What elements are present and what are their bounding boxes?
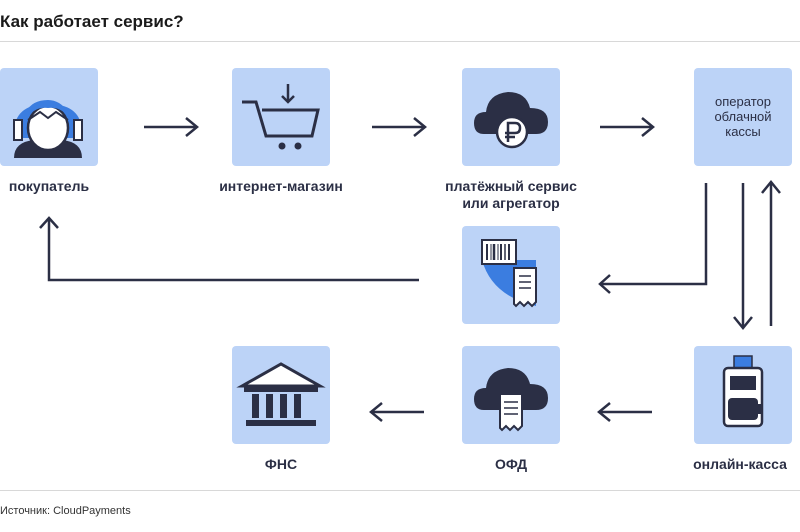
buyer-node xyxy=(0,68,98,166)
ofd-label: ОФД xyxy=(494,456,528,472)
payment-label: платёжный сервис или агрегатор xyxy=(418,178,604,212)
government-building-icon xyxy=(236,362,326,426)
cloud-ruble-icon xyxy=(474,92,548,149)
arrow-payment-to-operator xyxy=(600,117,655,137)
operator-node: оператор облачной кассы xyxy=(694,68,792,166)
arrow-receipt-to-buyer xyxy=(39,216,419,282)
arrow-kassa-to-ofd xyxy=(597,402,652,422)
source-note: Источник: CloudPayments xyxy=(0,505,131,517)
fns-label: ФНС xyxy=(264,456,298,472)
arrow-ofd-to-fns xyxy=(369,402,424,422)
page-title: Как работает сервис? xyxy=(0,12,184,31)
footer-divider xyxy=(0,490,800,491)
header-divider xyxy=(0,41,800,42)
buyer-icon xyxy=(13,100,83,158)
arrow-kassa-to-operator xyxy=(761,180,781,326)
shop-node xyxy=(232,68,330,166)
kassa-node xyxy=(694,346,792,444)
receipt-barcode-icon xyxy=(481,239,537,308)
cloud-receipt-icon xyxy=(474,368,548,432)
ofd-node xyxy=(462,346,560,444)
operator-text: оператор облачной кассы xyxy=(694,94,792,139)
operator-text-line1: оператор xyxy=(715,94,771,109)
payment-label-line2: или агрегатор xyxy=(462,195,560,211)
receipt-node xyxy=(462,226,560,324)
shop-label: интернет-магазин xyxy=(219,178,343,194)
kassa-label: онлайн-касса xyxy=(693,456,787,472)
arrow-shop-to-payment xyxy=(372,117,427,137)
buyer-label: покупатель xyxy=(8,178,90,194)
cash-register-icon xyxy=(722,355,764,428)
arrow-operator-to-kassa xyxy=(733,183,753,330)
payment-label-line1: платёжный сервис xyxy=(445,178,577,194)
arrow-buyer-to-shop xyxy=(144,117,199,137)
fns-node xyxy=(232,346,330,444)
payment-node xyxy=(462,68,560,166)
operator-text-line2: облачной xyxy=(714,109,772,124)
shopping-cart-icon xyxy=(242,84,320,150)
arrow-operator-to-receipt xyxy=(598,183,708,294)
operator-text-line3: кассы xyxy=(725,124,761,139)
